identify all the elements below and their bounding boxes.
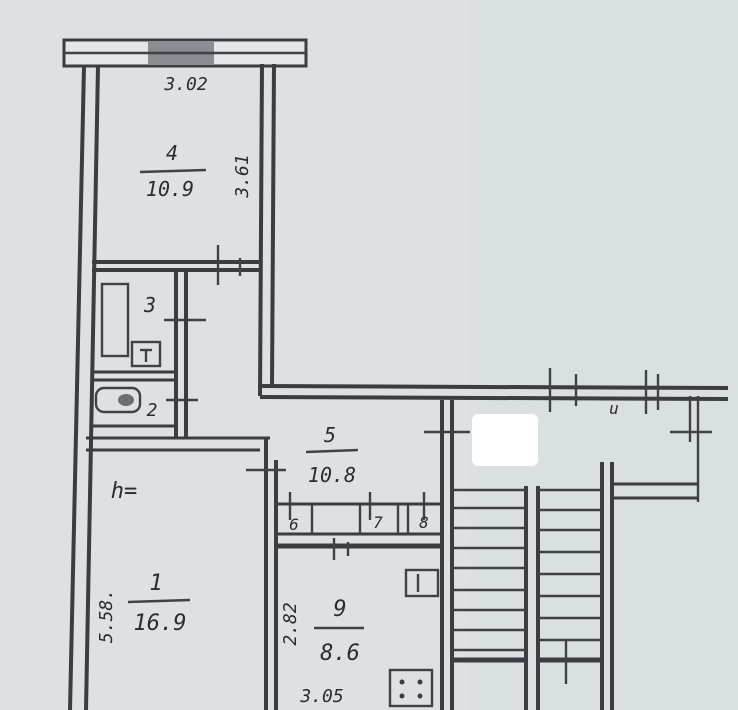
- h-symbol: h=: [111, 479, 138, 504]
- wall-mark: u: [609, 399, 619, 418]
- stove-icon: [388, 668, 434, 708]
- bathroom-block: [92, 270, 206, 438]
- room-9-area: 8.6: [320, 641, 360, 666]
- top-wall: [62, 38, 308, 68]
- room-3-number: 3: [143, 293, 156, 317]
- dim-room9-length: 2.82: [280, 602, 301, 645]
- toilet-icon: [94, 386, 142, 414]
- bathtub-icon: [100, 282, 130, 358]
- dim-bottom-width: 3.05: [299, 686, 343, 707]
- room4-right-wall: [258, 63, 276, 397]
- room-5-area: 10.8: [308, 463, 356, 487]
- hall-walls: [86, 436, 286, 710]
- closets: [278, 492, 440, 560]
- corridor-top-wall: [259, 368, 729, 502]
- room-6-number: 6: [289, 515, 299, 534]
- stairwell: [424, 400, 698, 710]
- room-2-number: 2: [147, 400, 158, 421]
- room-7-number: 7: [373, 513, 383, 532]
- fridge-icon: [404, 568, 440, 598]
- dim-room4-length: 3.61: [232, 154, 253, 198]
- room-1-number: 1: [149, 571, 162, 596]
- dim-room1-length: 5.58.: [96, 589, 117, 643]
- room-4-area: 10.9: [146, 177, 194, 201]
- room-5-number: 5: [324, 423, 336, 447]
- sink-icon: [130, 340, 162, 368]
- dim-top-width: 3.02: [163, 74, 207, 95]
- left-wall: [68, 65, 100, 710]
- redaction-patch: [472, 414, 538, 466]
- room-1-area: 16.9: [134, 611, 187, 636]
- room-8-number: 8: [419, 513, 429, 532]
- room-4-number: 4: [166, 141, 178, 165]
- room-9-number: 9: [333, 597, 346, 622]
